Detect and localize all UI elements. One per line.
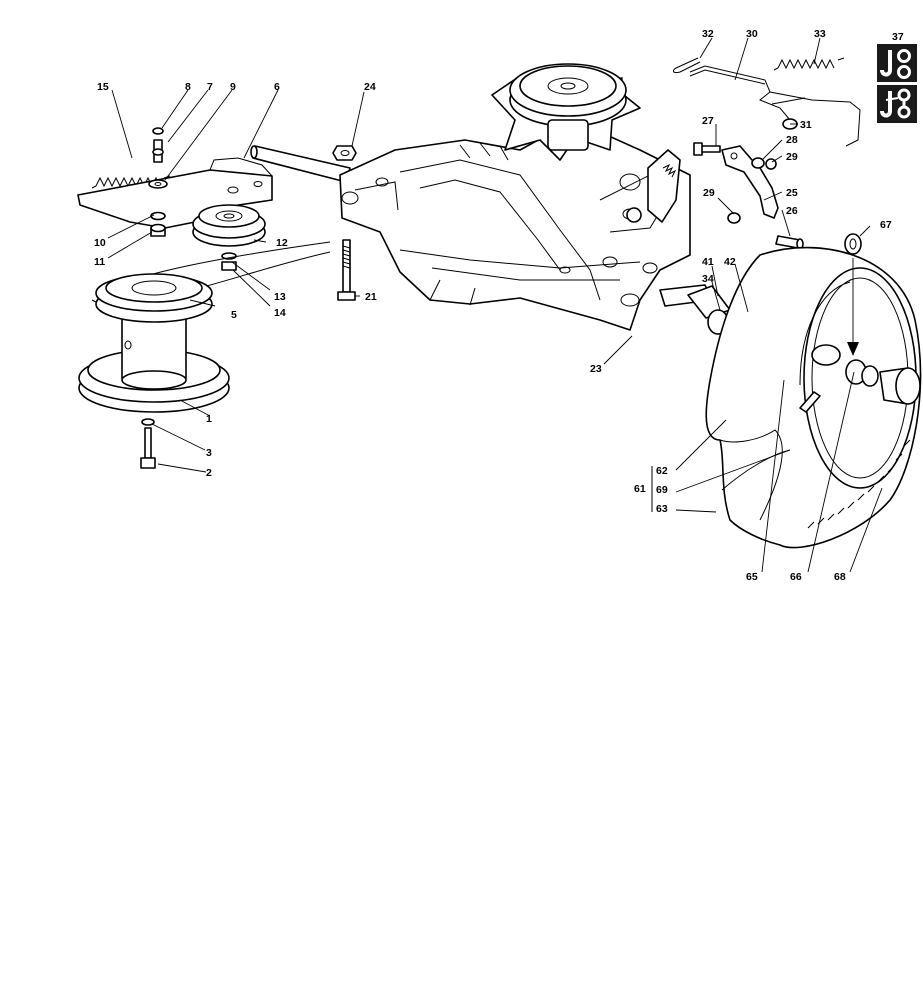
control-rod [689, 65, 861, 147]
callout-65: 65 [746, 571, 758, 583]
version-badge-bottom [877, 85, 917, 123]
pulley-spacer [221, 252, 237, 271]
long-bolt [337, 239, 356, 301]
callout-30: 30 [746, 28, 758, 40]
callout-8: 8 [185, 81, 191, 93]
callout-29a: 29 [786, 151, 798, 163]
callout-9: 9 [230, 81, 236, 93]
callout-41: 41 [702, 256, 714, 268]
callout-31: 31 [800, 119, 812, 131]
callout-23: 23 [590, 363, 602, 375]
callout-27: 27 [702, 115, 714, 127]
callout-labels: 1 2 3 5 6 7 8 9 10 11 12 13 14 15 21 23 … [94, 28, 904, 583]
callout-15: 15 [97, 81, 109, 93]
hex-nut [332, 145, 357, 161]
callout-12: 12 [276, 237, 288, 249]
pivot-bolt-stack [148, 127, 168, 189]
wheel-washer [844, 233, 862, 356]
callout-61: 61 [634, 483, 646, 495]
bolt-with-washer [693, 142, 721, 156]
callout-26: 26 [786, 205, 798, 217]
callout-68: 68 [834, 571, 846, 583]
callout-67: 67 [880, 219, 892, 231]
idler-pulley [192, 204, 266, 247]
callout-5: 5 [231, 309, 237, 321]
callout-11: 11 [94, 256, 105, 268]
callout-28: 28 [786, 134, 798, 146]
callout-37: 37 [892, 31, 904, 43]
callout-34: 34 [702, 273, 714, 285]
extension-spring [773, 57, 845, 71]
callout-6: 6 [274, 81, 280, 93]
callout-24: 24 [364, 81, 376, 93]
callout-33: 33 [814, 28, 826, 40]
callout-3: 3 [206, 447, 212, 459]
version-badge-top [877, 44, 917, 82]
callout-10: 10 [94, 237, 106, 249]
cooling-fan [491, 63, 641, 161]
callout-62: 62 [656, 465, 668, 477]
transaxle-housing [339, 127, 691, 331]
callout-69: 69 [656, 484, 668, 496]
callout-66: 66 [790, 571, 802, 583]
callout-13: 13 [274, 291, 286, 303]
callout-29b: 29 [703, 187, 715, 199]
callout-1: 1 [206, 413, 212, 425]
leader-lines [107, 37, 883, 573]
cotter-pin [672, 57, 701, 73]
rear-wheel [705, 246, 922, 549]
callout-2: 2 [206, 467, 212, 479]
pivot-bracket [721, 145, 779, 219]
callout-63: 63 [656, 503, 668, 515]
callout-21: 21 [365, 291, 377, 303]
callout-14: 14 [274, 307, 286, 319]
control-linkage [626, 149, 681, 223]
callout-42: 42 [724, 256, 736, 268]
callout-25: 25 [786, 187, 798, 199]
pulley-bolt [140, 418, 156, 469]
callout-32: 32 [702, 28, 714, 40]
callout-7: 7 [207, 81, 213, 93]
transmission-pulley [78, 273, 230, 413]
